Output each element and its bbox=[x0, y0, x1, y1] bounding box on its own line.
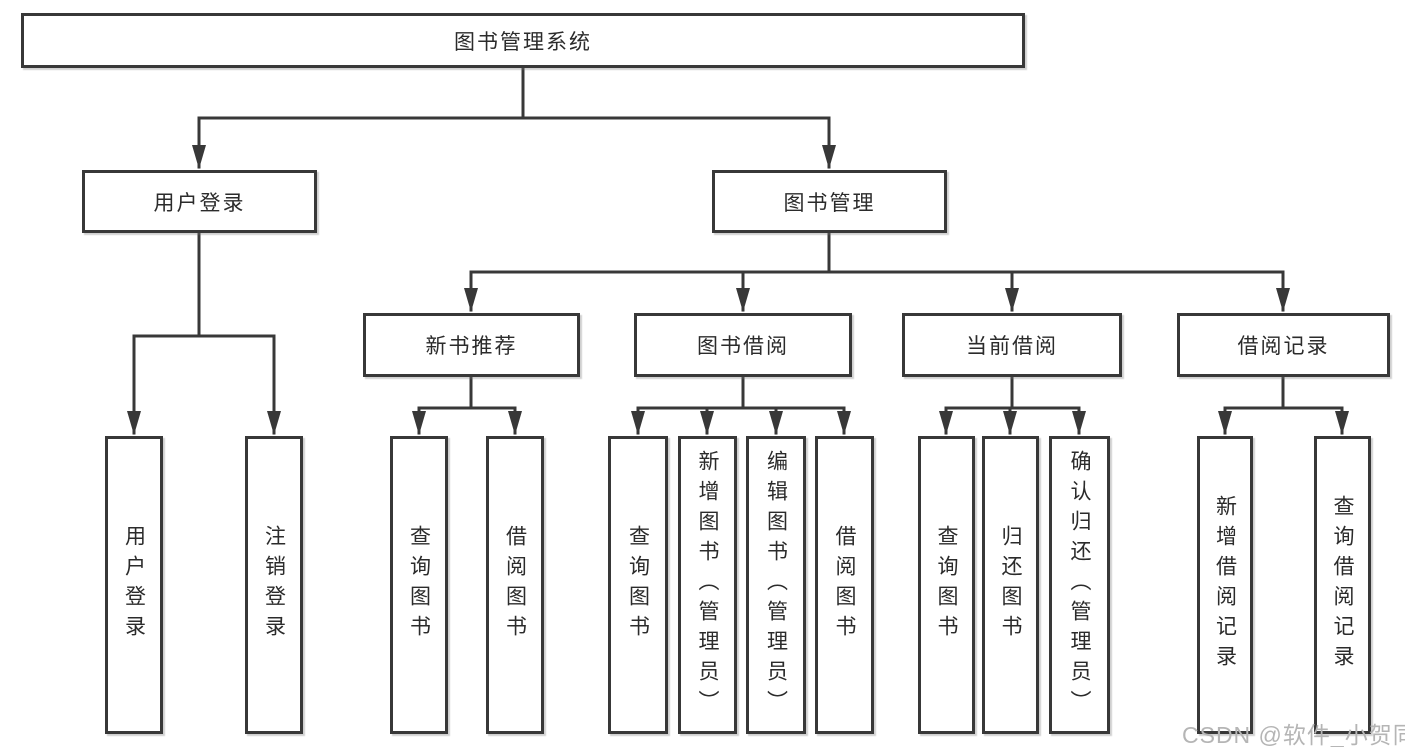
node-label: 查询图书 bbox=[626, 525, 650, 645]
node-leaf-user-login: 用户登录 bbox=[105, 436, 163, 734]
node-book-management: 图书管理 bbox=[712, 170, 947, 233]
node-leaf-bb-borrow-books: 借阅图书 bbox=[815, 436, 874, 734]
borrow-records-stem bbox=[1223, 375, 1344, 410]
node-label: 查询图书 bbox=[407, 525, 431, 645]
node-label: 图书管理 bbox=[783, 191, 876, 215]
node-label: 新书推荐 bbox=[425, 335, 518, 358]
node-leaf-bb-query-books: 查询图书 bbox=[608, 436, 668, 734]
node-leaf-rec-query-books: 查询图书 bbox=[390, 436, 448, 734]
book-management-stem bbox=[469, 231, 1285, 274]
node-label: 用户登录 bbox=[153, 191, 246, 215]
node-root: 图书管理系统 bbox=[21, 13, 1025, 68]
node-label: 借阅图书 bbox=[503, 525, 527, 645]
node-leaf-logout: 注销登录 bbox=[245, 436, 303, 734]
node-leaf-bb-add-book-admin: 新增图书（管理员） bbox=[678, 436, 737, 734]
node-label: 当前借阅 bbox=[966, 335, 1058, 358]
node-new-book-recommend: 新书推荐 bbox=[363, 313, 580, 377]
node-borrow-records: 借阅记录 bbox=[1177, 313, 1390, 377]
user-login-stem bbox=[132, 231, 276, 338]
node-label: 借阅记录 bbox=[1237, 335, 1330, 358]
node-label: 查询借阅记录 bbox=[1331, 495, 1354, 675]
current-borrow-stem bbox=[944, 375, 1081, 410]
node-label: 新增图书（管理员） bbox=[696, 450, 719, 720]
node-label: 用户登录 bbox=[122, 525, 146, 645]
node-label: 注销登录 bbox=[262, 525, 286, 645]
node-label: 图书管理系统 bbox=[454, 30, 592, 54]
node-leaf-br-add-record: 新增借阅记录 bbox=[1197, 436, 1253, 734]
node-leaf-cb-return-books: 归还图书 bbox=[982, 436, 1039, 734]
new-book-recommend-stem bbox=[417, 375, 517, 410]
csdn-watermark: CSDN @软件_小贺同学 bbox=[1182, 722, 1405, 747]
node-book-borrow: 图书借阅 bbox=[634, 313, 852, 377]
node-leaf-cb-query-books: 查询图书 bbox=[918, 436, 975, 734]
node-leaf-rec-borrow-books: 借阅图书 bbox=[486, 436, 544, 734]
node-label: 图书借阅 bbox=[697, 335, 789, 358]
node-label: 查询图书 bbox=[935, 525, 958, 645]
node-current-borrow: 当前借阅 bbox=[902, 313, 1122, 377]
node-label: 借阅图书 bbox=[833, 525, 856, 645]
node-label: 归还图书 bbox=[999, 525, 1022, 645]
node-leaf-bb-edit-book-admin: 编辑图书（管理员） bbox=[746, 436, 806, 734]
node-label: 编辑图书（管理员） bbox=[764, 450, 788, 720]
node-user-login: 用户登录 bbox=[82, 170, 317, 233]
node-leaf-br-query-record: 查询借阅记录 bbox=[1314, 436, 1371, 734]
node-label: 新增借阅记录 bbox=[1213, 495, 1237, 675]
node-leaf-cb-confirm-return-admin: 确认归还（管理员） bbox=[1049, 436, 1110, 734]
node-label: 确认归还（管理员） bbox=[1068, 450, 1091, 720]
book-borrow-stem bbox=[636, 375, 846, 410]
root-stem bbox=[197, 66, 831, 120]
